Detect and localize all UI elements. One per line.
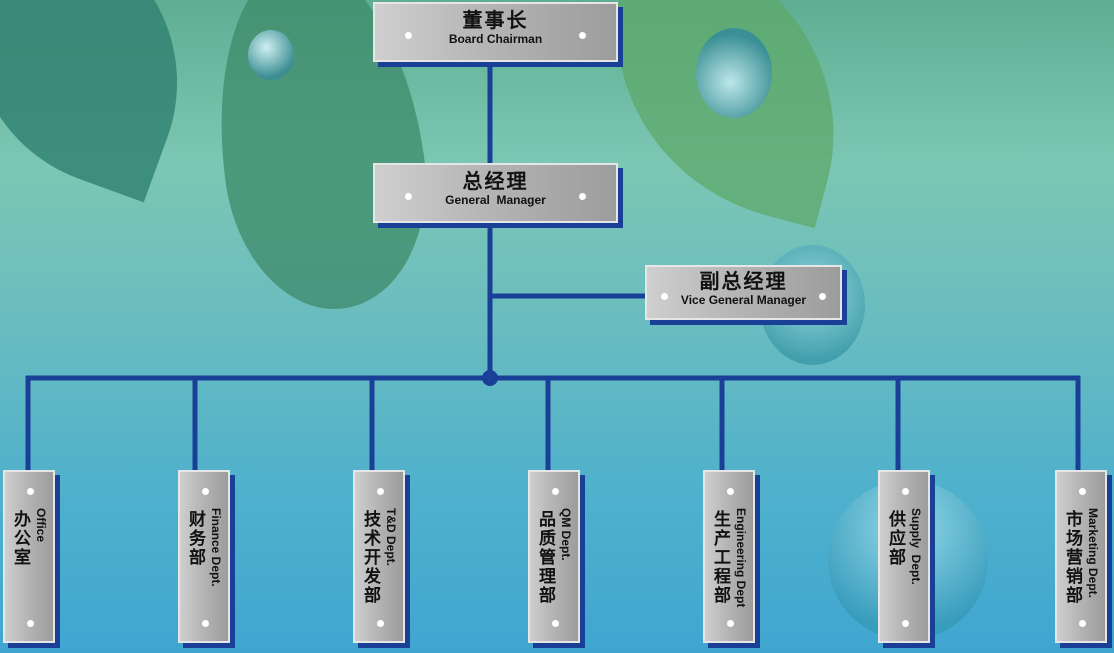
department-name-en: Engineering Dept: [734, 508, 748, 608]
vgm-title-zh: 副总经理: [699, 271, 788, 293]
department-plate-td[interactable]: 技术开发部 T&D Dept.: [353, 470, 405, 643]
water-drop: [696, 28, 772, 118]
chairman-plate[interactable]: 董事长 Board Chairman: [373, 2, 618, 62]
department-plate-office[interactable]: 办公室 Office: [3, 470, 55, 643]
department-name-zh: 市场营销部: [1066, 510, 1083, 605]
chairman-title-zh: 董事长: [462, 10, 529, 32]
junction-node: [482, 370, 498, 386]
department-plate-marketing[interactable]: 市场营销部 Marketing Dept.: [1055, 470, 1107, 643]
general-manager-plate[interactable]: 总经理 General Manager: [373, 163, 618, 223]
department-name-en: Finance Dept.: [209, 508, 223, 587]
vgm-title-en: Vice General Manager: [680, 293, 807, 307]
department-name-zh: 技术开发部: [364, 510, 381, 605]
department-plate-finance[interactable]: 财务部 Finance Dept.: [178, 470, 230, 643]
gm-title-en: General Manager: [445, 193, 546, 207]
water-drop: [248, 30, 294, 80]
department-name-zh: 生产工程部: [714, 510, 731, 605]
vice-general-manager-plate[interactable]: 副总经理 Vice General Manager: [645, 265, 842, 320]
department-plate-qm[interactable]: 品质管理部 QM Dept.: [528, 470, 580, 643]
department-name-en: Marketing Dept.: [1086, 508, 1100, 599]
gm-title-zh: 总经理: [462, 171, 529, 193]
department-name-en: Office: [34, 508, 48, 543]
department-name-en: Supply Dept.: [909, 508, 923, 585]
department-name-zh: 办公室: [14, 510, 31, 567]
chairman-title-en: Board Chairman: [448, 32, 543, 46]
department-plate-engineering[interactable]: 生产工程部 Engineering Dept: [703, 470, 755, 643]
department-name-zh: 品质管理部: [539, 510, 556, 605]
department-name-en: QM Dept.: [559, 508, 573, 561]
department-name-zh: 供应部: [889, 510, 906, 567]
department-name-zh: 财务部: [189, 510, 206, 567]
department-plate-supply[interactable]: 供应部 Supply Dept.: [878, 470, 930, 643]
department-name-en: T&D Dept.: [384, 508, 398, 566]
